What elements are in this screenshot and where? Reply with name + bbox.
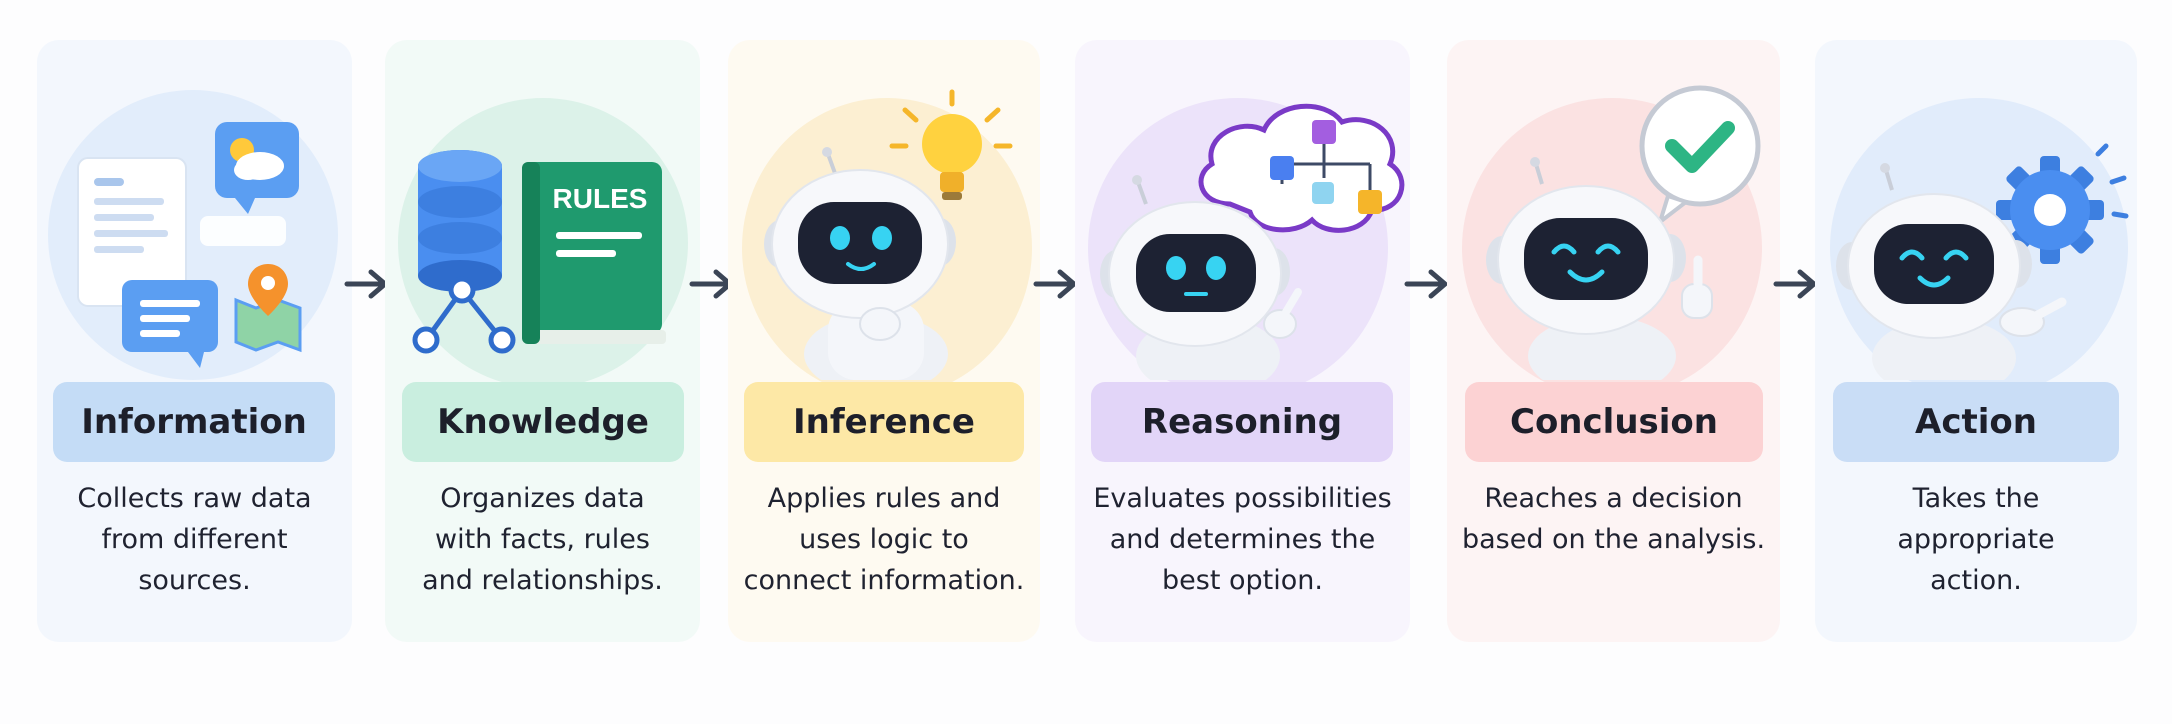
description-line: and determines the [1109,524,1376,555]
arrow-right-icon [1033,269,1077,299]
robot-gear-icon [1836,143,2129,380]
description-line: Applies rules and [767,483,1001,514]
arrow-right-icon [1773,269,1817,299]
step-description-action: Takes the appropriate action. [1815,478,2137,601]
robot-lightbulb-icon [764,89,1013,380]
step-description-conclusion: Reaches a decision based on the analysis… [1447,478,1780,560]
description-line: with facts, rules [435,524,650,555]
description-line: Collects raw data [77,483,312,514]
description-line: Takes the [1912,483,2040,514]
description-line: Evaluates possibilities [1093,483,1392,514]
description-line: based on the analysis. [1461,524,1766,555]
documents-chat-weather-map-icon [77,122,302,368]
description-line: and relationships. [422,565,663,596]
description-line: uses logic to [799,524,969,555]
arrow-right-icon [1404,269,1448,299]
step-description-knowledge: Organizes data with facts, rules and rel… [385,478,700,601]
robot-flowchart-thought-icon [1100,103,1405,380]
step-description-inference: Applies rules and uses logic to connect … [728,478,1040,601]
step-label-knowledge: Knowledge [402,382,684,462]
description-line: best option. [1162,565,1323,596]
step-description-information: Collects raw data from different sources… [37,478,352,601]
description-line: Reaches a decision [1484,483,1743,514]
rulebook-label: RULES [553,183,648,214]
step-description-reasoning: Evaluates possibilities and determines t… [1075,478,1410,601]
robot-checkmark-icon [1486,85,1761,380]
description-line: appropriate [1897,524,2055,555]
step-label-information: Information [53,382,335,462]
step-label-inference: Inference [744,382,1024,462]
step-label-reasoning: Reasoning [1091,382,1393,462]
step-label-action: Action [1833,382,2119,462]
description-line: sources. [138,565,251,596]
description-line: action. [1930,565,2022,596]
step-label-conclusion: Conclusion [1465,382,1763,462]
description-line: Organizes data [440,483,645,514]
database-network-rulebook-icon: RULES [412,150,666,354]
description-line: from different [101,524,288,555]
description-line: connect information. [743,565,1025,596]
